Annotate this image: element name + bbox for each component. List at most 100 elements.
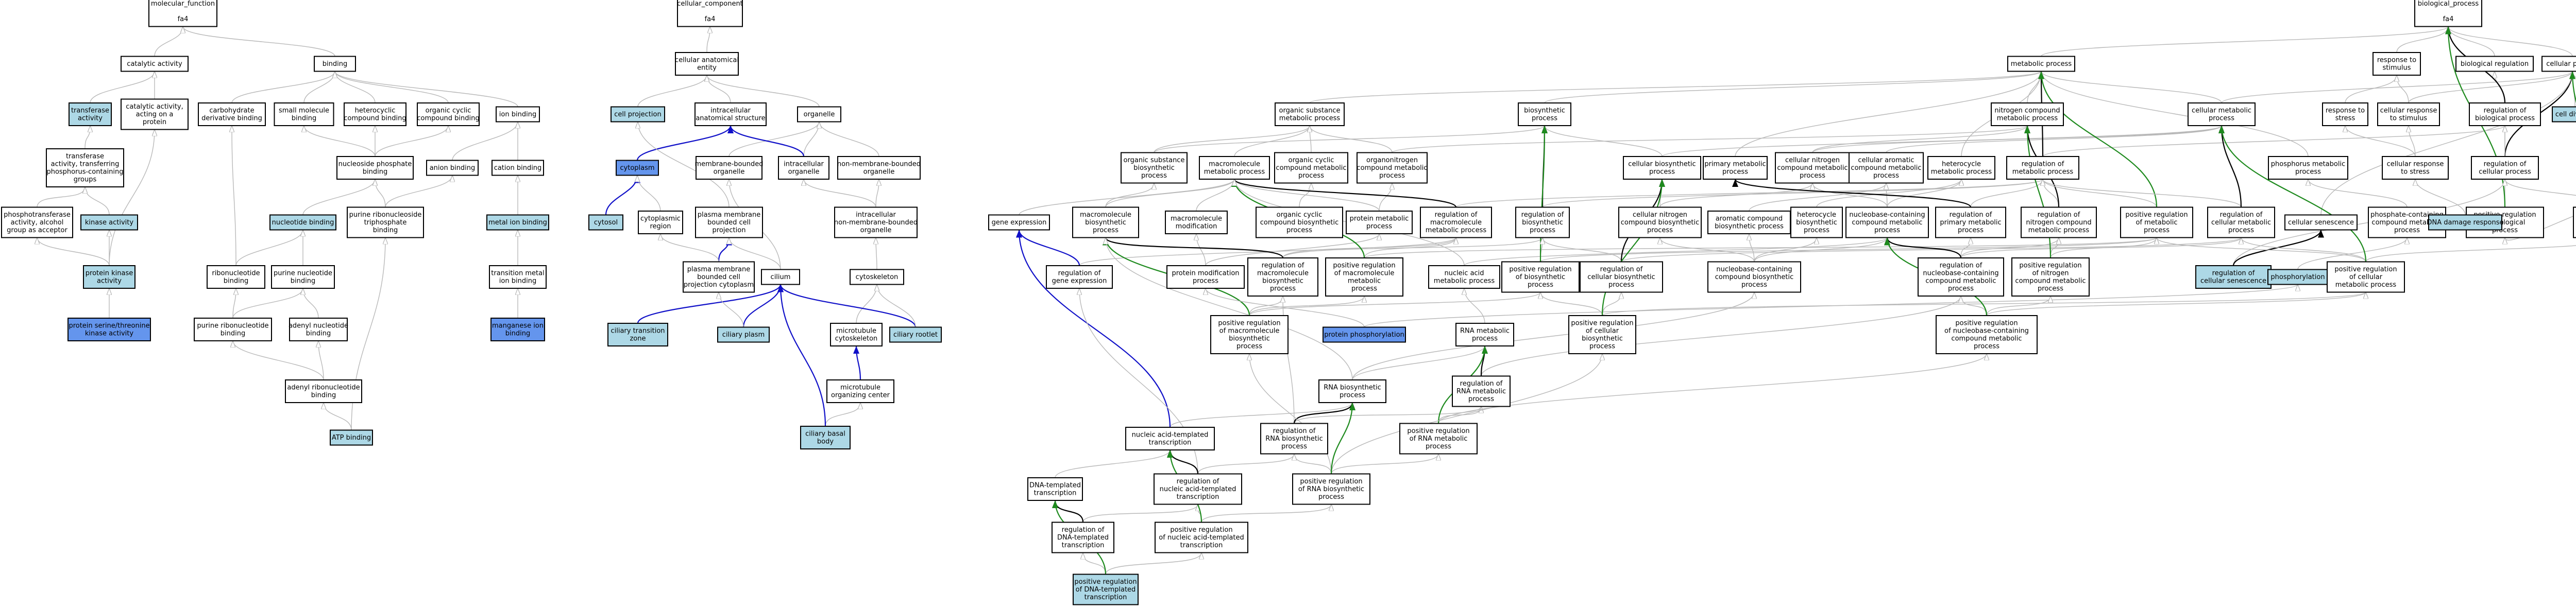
go-term-ciliary-rootlet[interactable]: ciliary rootlet xyxy=(889,326,942,343)
go-term-phosphorylation[interactable]: phosphorylation xyxy=(2267,269,2328,285)
go-term-cytoplasm[interactable]: cytoplasm xyxy=(616,160,659,176)
go-term-organelle[interactable]: organelle xyxy=(797,106,841,123)
go-term-cilium[interactable]: cilium xyxy=(761,269,800,285)
go-term-protein-phos[interactable]: protein phosphorylation xyxy=(1323,326,1406,343)
go-term-ion-b[interactable]: ion binding xyxy=(496,106,540,123)
go-term-cell-division[interactable]: cell division xyxy=(2552,106,2576,123)
go-term-binding[interactable]: binding xyxy=(314,56,356,72)
go-term-cell-proj[interactable]: cell projection xyxy=(611,106,665,123)
go-term-cell-senescence[interactable]: cellular senescence xyxy=(2284,214,2358,231)
go-term-kinase[interactable]: kinase activity xyxy=(80,214,138,231)
go-term-ciliary-plasm[interactable]: ciliary plasm xyxy=(717,326,770,343)
go-term-cytosol[interactable]: cytosol xyxy=(588,214,623,231)
go-term-gene-expr[interactable]: gene expression xyxy=(988,214,1050,231)
go-term-metabolic[interactable]: metabolic process xyxy=(2007,56,2075,72)
go-term-cat[interactable]: catalytic activity xyxy=(121,56,189,72)
go-term-cation-b[interactable]: cation binding xyxy=(492,160,544,176)
go-term-metal-ion[interactable]: metal ion binding xyxy=(486,214,549,231)
go-term-atp-b[interactable]: ATP binding xyxy=(330,429,373,446)
go-term-anion-b[interactable]: anion binding xyxy=(426,160,479,176)
go-term-bio-reg[interactable]: biological regulation xyxy=(2455,56,2534,72)
go-term-cytoskeleton[interactable]: cytoskeleton xyxy=(850,269,904,285)
go-term-dna-damage[interactable]: DNA damage response xyxy=(2427,214,2504,231)
go-term-cellular-proc[interactable]: cellular process xyxy=(2541,56,2576,72)
